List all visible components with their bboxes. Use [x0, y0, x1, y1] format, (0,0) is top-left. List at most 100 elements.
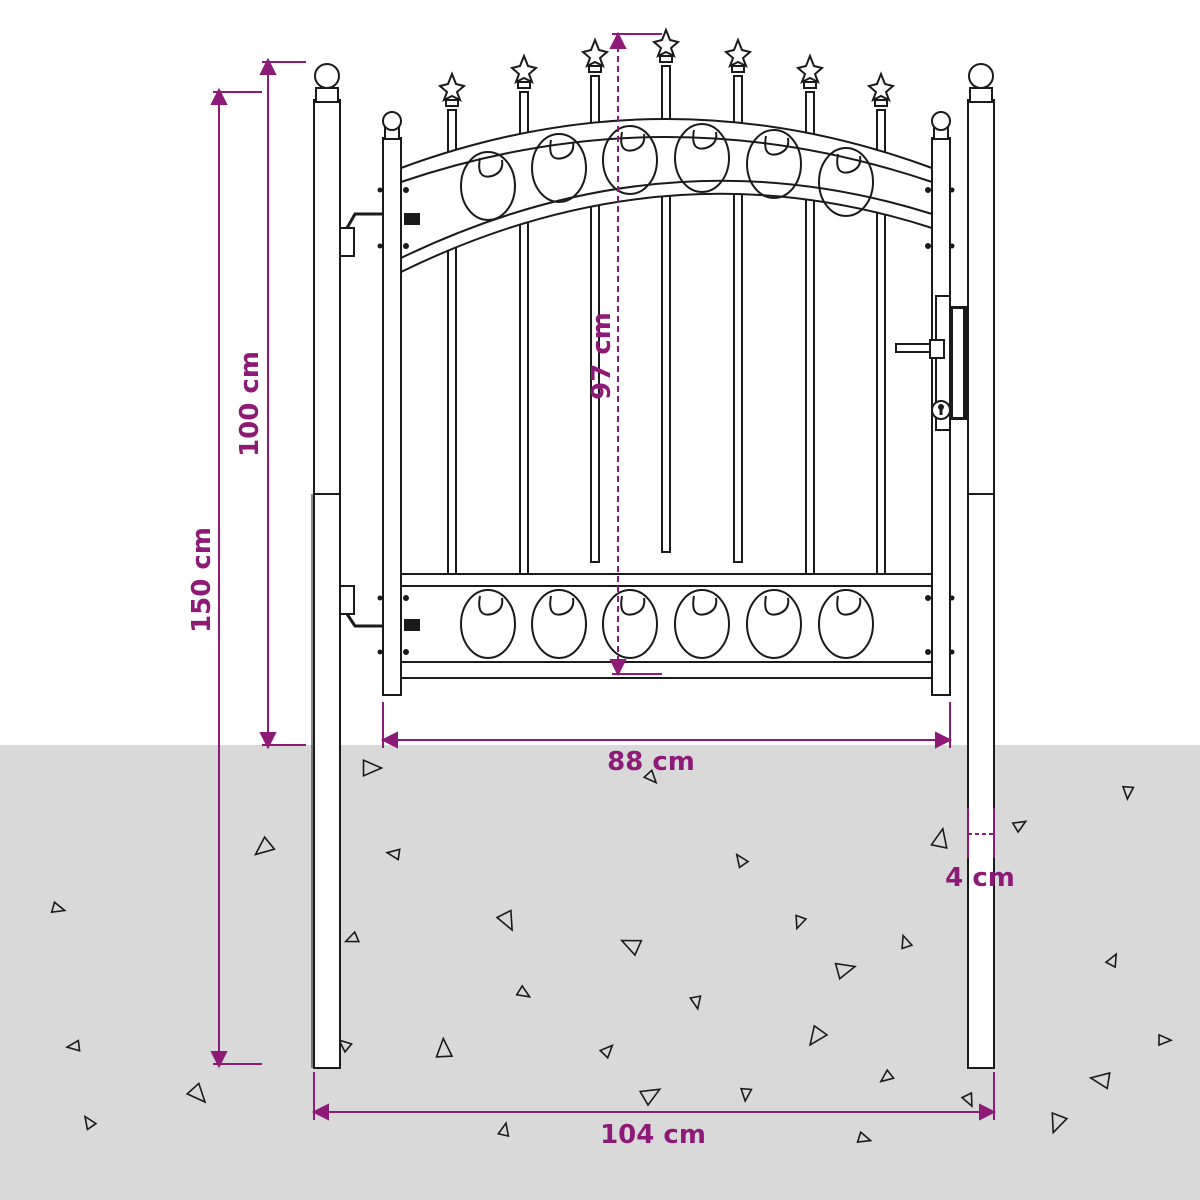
scroll-curl — [478, 157, 504, 178]
gate-bottom-band — [400, 573, 933, 679]
gravel-mark — [1121, 785, 1135, 802]
scroll-ring-ornament-icon — [602, 125, 658, 195]
gravel-mark — [495, 909, 514, 932]
gravel-mark — [337, 1038, 353, 1054]
label-gate-height: 100 cm — [235, 351, 265, 457]
finial-collar — [803, 81, 817, 89]
gravel-mark — [515, 984, 532, 998]
scroll-curl — [764, 595, 790, 616]
bolt — [377, 595, 383, 601]
label-post-width: 4 cm — [945, 863, 1015, 893]
scroll-ring-ornament-icon — [818, 147, 874, 217]
finial-collar — [445, 99, 459, 107]
bolt — [377, 187, 383, 193]
label-total-width: 104 cm — [600, 1120, 706, 1150]
keyhole-icon — [931, 400, 951, 420]
scroll-ring-ornament-icon — [818, 589, 874, 659]
bolt — [403, 595, 409, 601]
gravel-mark — [1051, 1111, 1069, 1135]
top-ring-ornaments — [460, 123, 874, 221]
scroll-ring-ornament-icon — [746, 129, 802, 199]
scroll-ring-ornament-icon — [460, 151, 516, 221]
gravel-mark — [960, 1091, 973, 1108]
fleur-de-lis-finial-icon — [651, 27, 681, 59]
gravel-marks — [50, 758, 1174, 1144]
fleur-de-lis-finial-icon — [795, 53, 825, 85]
gate-drawing — [311, 27, 995, 1069]
scroll-curl — [478, 595, 504, 616]
gravel-mark — [642, 768, 658, 785]
gravel-mark — [1158, 1033, 1174, 1047]
ground-area — [0, 745, 1200, 1200]
scroll-ring-ornament-icon — [460, 589, 516, 659]
scroll-curl — [692, 129, 718, 150]
finial-collar — [874, 99, 888, 107]
scroll-ring-ornament-icon — [674, 589, 730, 659]
gravel-mark — [1104, 952, 1118, 969]
finial-collar — [659, 55, 673, 63]
gravel-mark — [901, 933, 914, 950]
bolt — [925, 187, 931, 193]
gravel-mark — [856, 1130, 873, 1144]
gravel-mark — [808, 1024, 829, 1047]
label-post-height: 150 cm — [187, 527, 217, 633]
fleur-de-lis-finial-icon — [509, 53, 539, 85]
bolt — [403, 649, 409, 655]
center-height-dimension — [609, 31, 662, 677]
gravel-mark — [50, 900, 67, 914]
bolt — [925, 649, 931, 655]
bolt — [925, 243, 931, 249]
gravel-mark — [362, 758, 384, 778]
bolt — [377, 649, 383, 655]
gravel-mark — [253, 835, 276, 856]
fleur-de-lis-finial-icon — [580, 37, 610, 69]
lower-hinge — [339, 585, 420, 631]
bolt — [949, 595, 955, 601]
door-handle-icon — [895, 339, 945, 359]
ball-post-cap-icon — [968, 63, 994, 89]
right-post — [967, 63, 995, 1069]
gravel-mark — [598, 1044, 614, 1060]
bolt — [403, 243, 409, 249]
post-width-dimension — [967, 808, 995, 858]
label-gate-width: 88 cm — [607, 747, 695, 777]
gravel-mark — [83, 1114, 98, 1131]
gravel-mark — [185, 1081, 207, 1104]
post-height-dimension — [210, 87, 262, 1069]
gravel-mark — [735, 852, 750, 869]
gate-left-stile — [382, 137, 402, 696]
bolt — [949, 243, 955, 249]
bolt — [949, 187, 955, 193]
gate-bar — [661, 65, 671, 553]
bottom-ring-ornaments — [460, 589, 874, 659]
frame-bolts — [377, 187, 955, 655]
gate-bar — [590, 75, 600, 563]
gravel-mark — [638, 1088, 662, 1107]
scroll-ring-ornament-icon — [531, 133, 587, 203]
gravel-mark — [795, 914, 808, 931]
gravel-mark — [879, 1068, 895, 1083]
scroll-curl — [836, 153, 862, 174]
ball-finial-icon — [382, 111, 402, 131]
fleur-de-lis-finial-icon — [723, 37, 753, 69]
scroll-curl — [692, 595, 718, 616]
gravel-mark — [65, 1039, 81, 1052]
gravel-mark — [343, 930, 361, 943]
gravel-mark — [385, 848, 401, 861]
finial-collar — [731, 65, 745, 73]
ball-post-cap-icon — [314, 63, 340, 89]
gravel-mark — [834, 962, 857, 981]
ball-finial-icon — [931, 111, 951, 131]
scroll-ring-ornament-icon — [531, 589, 587, 659]
scroll-ring-ornament-icon — [746, 589, 802, 659]
gravel-mark — [930, 826, 948, 850]
scroll-ring-ornament-icon — [674, 123, 730, 193]
gate-vertical-bars — [437, 27, 896, 597]
lock-latch — [935, 295, 968, 431]
gravel-mark — [496, 1121, 510, 1138]
fleur-de-lis-finial-icon — [866, 71, 896, 103]
label-center-height: 97 cm — [587, 312, 617, 400]
gravel-mark — [688, 995, 702, 1011]
